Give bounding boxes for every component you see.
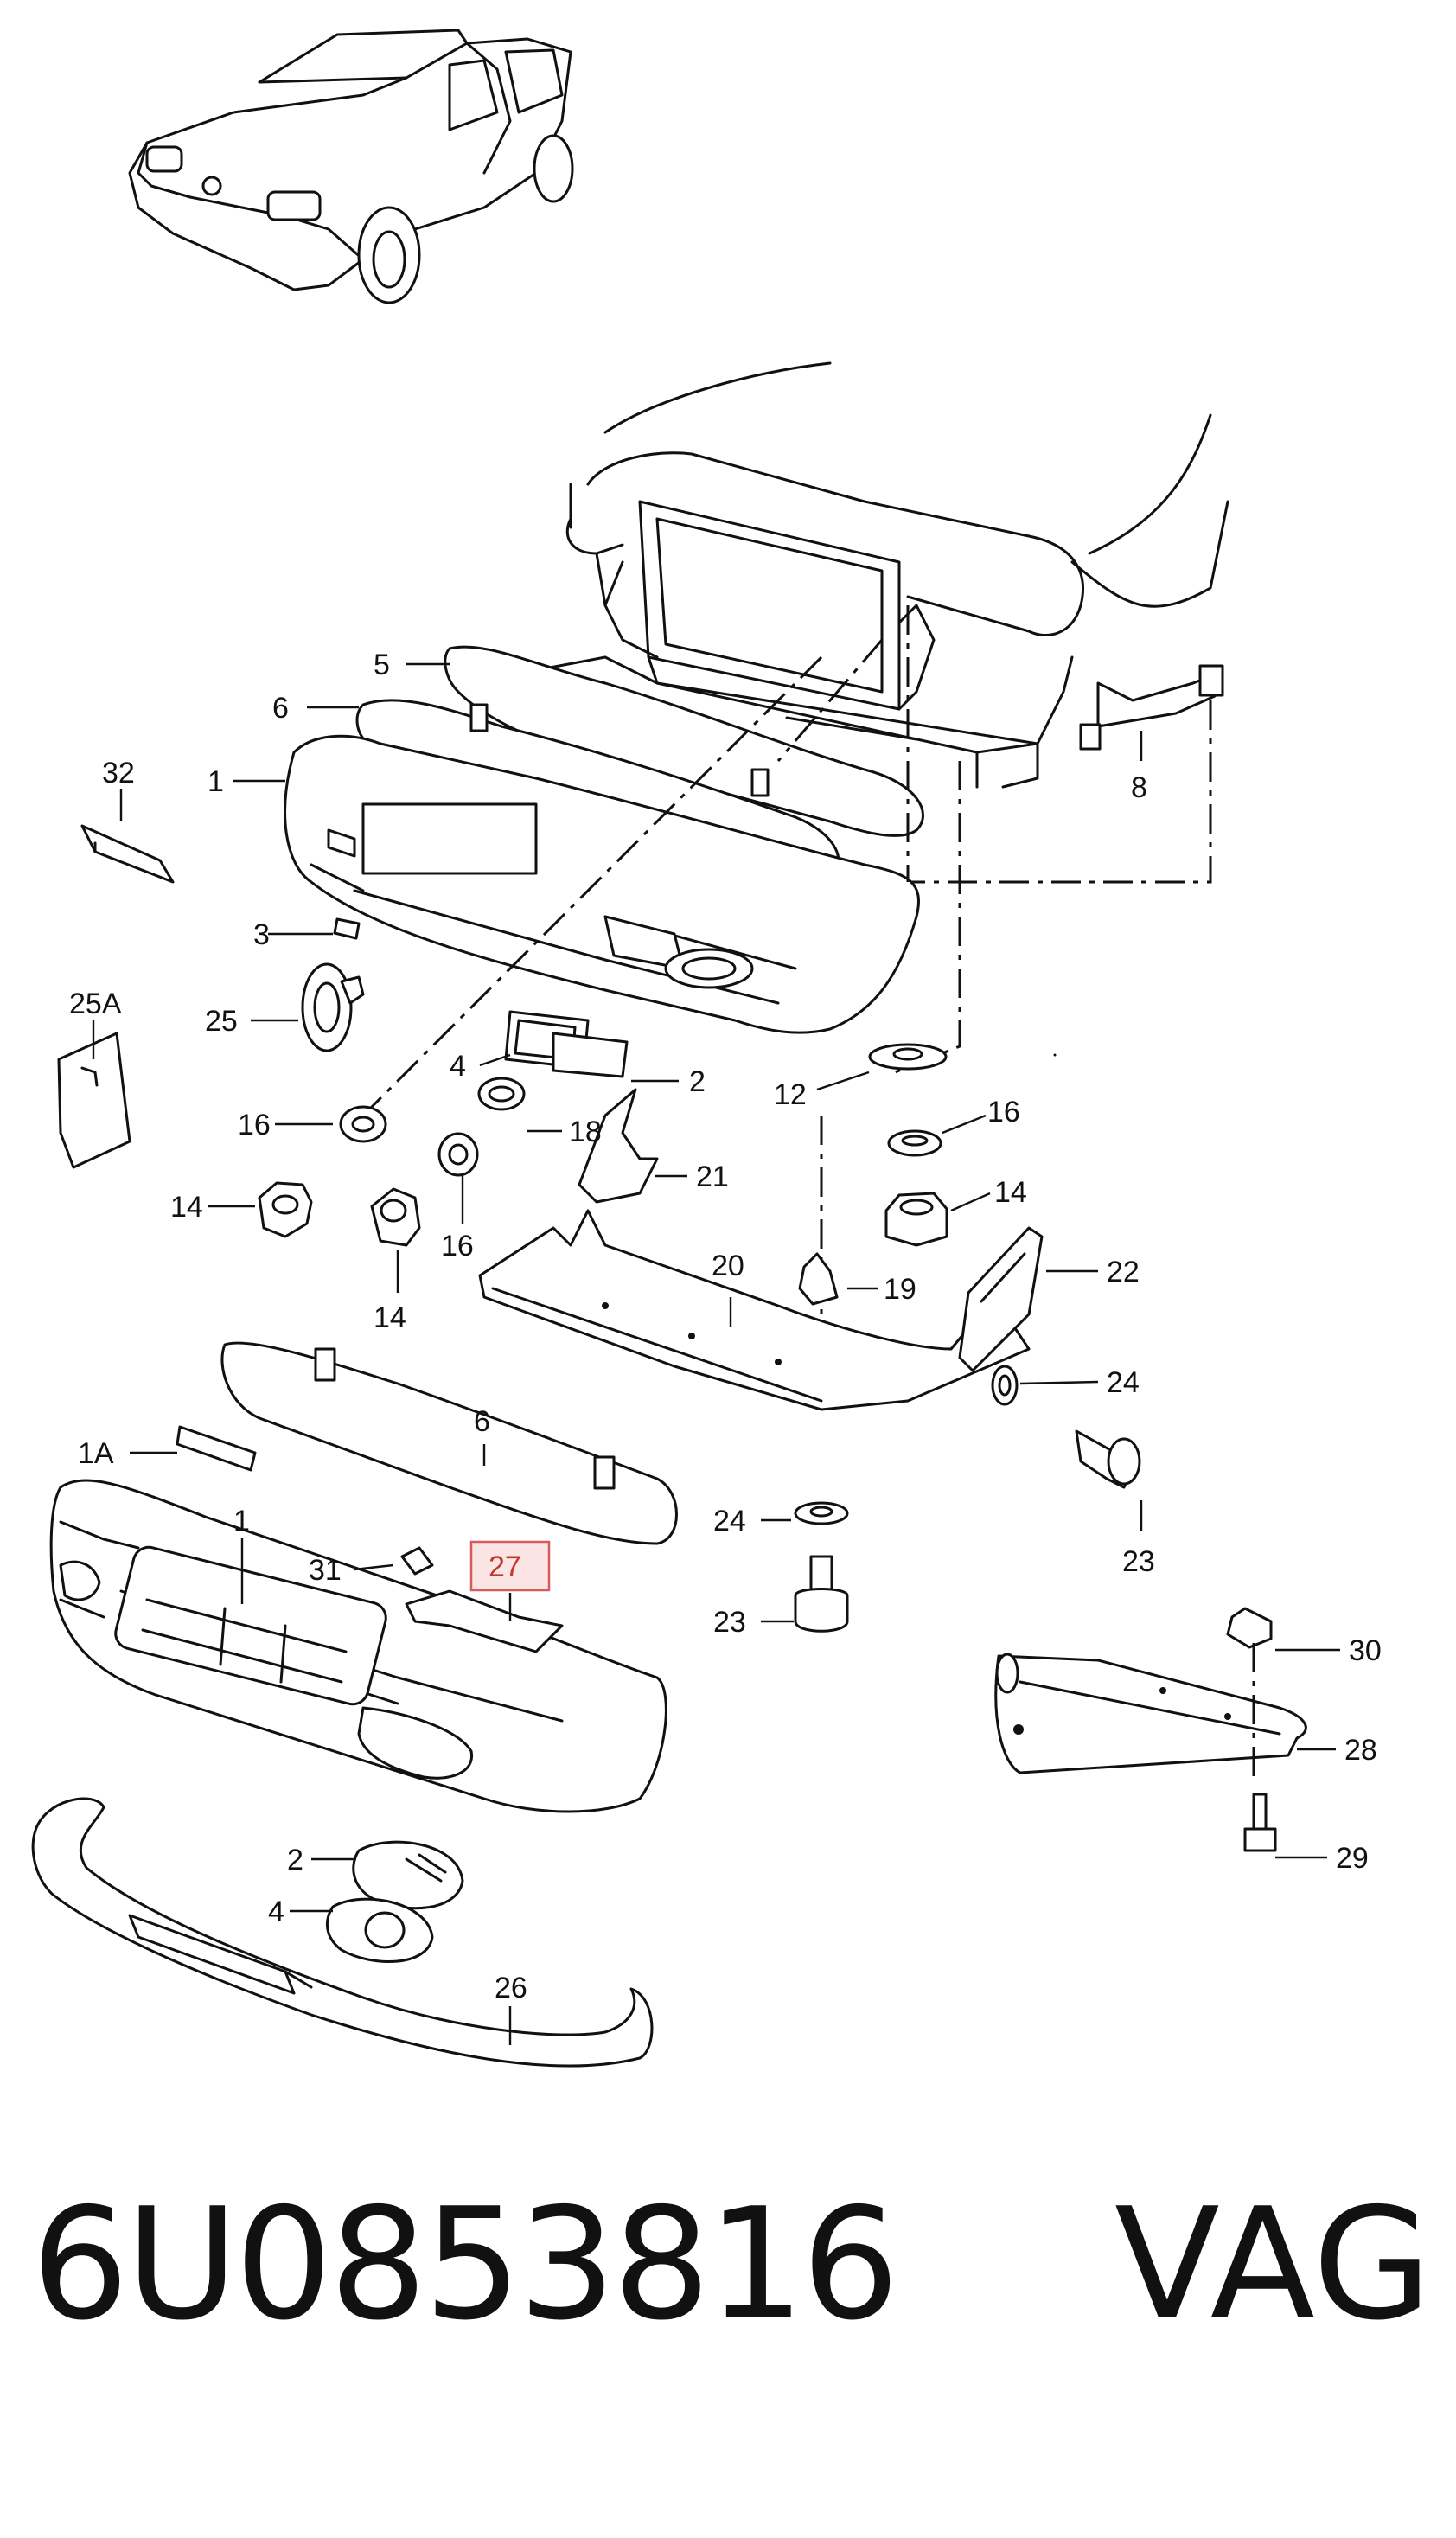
side-bracket-parts [994,1607,1307,1852]
fasteners [258,1043,948,1247]
callout-1: 1 [208,765,224,798]
upper-bumper-assembly [284,605,961,1401]
callout-20: 20 [712,1250,744,1282]
highlight-box-27 [469,1540,551,1592]
callout-2: 2 [287,1844,303,1876]
callout-16: 16 [441,1230,474,1263]
callout-16: 16 [987,1096,1020,1128]
callout-26: 26 [495,1972,527,2004]
part-number: 6U0853816 [31,2175,899,2354]
small-parts-left [57,824,365,1169]
leader-lines [92,662,1340,2045]
callout-14: 14 [994,1176,1027,1209]
callout-4: 4 [268,1896,284,1928]
lower-bumper-assembly [31,1341,678,2068]
callout-8: 8 [1131,771,1147,804]
callout-29: 29 [1336,1842,1369,1875]
footer: 6U0853816 VAG [31,2188,1432,2361]
callout-14: 14 [170,1191,203,1224]
callout-5: 5 [374,649,390,681]
callout-31: 31 [309,1554,342,1587]
callout-28: 28 [1344,1734,1377,1767]
brand-name: VAG [1114,2175,1432,2354]
callout-25A: 25A [69,988,122,1020]
callout-12: 12 [774,1078,807,1111]
vehicle-front-panel [534,361,1229,1057]
callout-2: 2 [689,1065,706,1098]
callout-24: 24 [713,1505,746,1538]
callout-16: 16 [238,1109,271,1141]
callout-22: 22 [1107,1256,1140,1288]
callout-24: 24 [1107,1366,1140,1399]
callout-21: 21 [696,1160,729,1193]
callout-3: 3 [253,918,270,951]
callout-32: 32 [102,757,135,790]
bolts [794,1429,1141,1633]
callout-18: 18 [569,1116,602,1148]
lower-support-panel [478,1088,1044,1411]
callout-23: 23 [1122,1545,1155,1578]
plate-and-grille-parts [504,1010,629,1078]
callout-6: 6 [272,692,289,725]
callout-1A: 1A [78,1437,114,1470]
part-8-bracket [908,664,1224,884]
callout-6: 6 [474,1405,490,1438]
callout-25: 25 [205,1005,238,1038]
callout-27: 27 [489,1550,521,1583]
callout-1: 1 [233,1505,250,1538]
callout-14: 14 [374,1301,406,1334]
callout-labels: 5 6 1 32 3 25A 25 4 2 12 8 16 18 21 16 1… [69,649,1382,2004]
callout-30: 30 [1349,1634,1382,1667]
callout-4: 4 [450,1050,466,1083]
callout-23: 23 [713,1606,746,1639]
car-thumbnail [128,29,574,304]
callout-19: 19 [884,1273,916,1306]
